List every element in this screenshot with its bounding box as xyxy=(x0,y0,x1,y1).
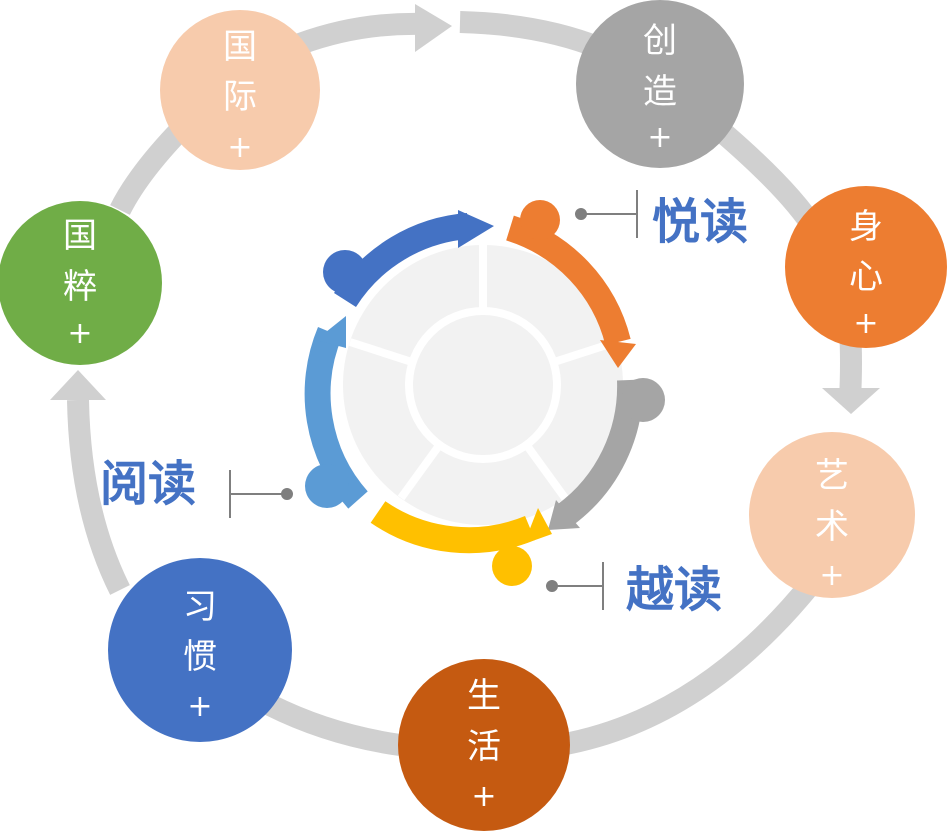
arc-blue-head-icon xyxy=(458,210,494,248)
svg-text:+: + xyxy=(187,689,212,724)
svg-text:艺: 艺 xyxy=(815,456,849,496)
svg-text:惯: 惯 xyxy=(183,637,217,677)
svg-text:+: + xyxy=(853,306,878,341)
center-wheel xyxy=(343,245,623,525)
svg-text:心: 心 xyxy=(849,257,883,297)
svg-text:术: 术 xyxy=(815,507,849,547)
ring-arrowheads xyxy=(50,4,880,414)
arc-orange-head-icon xyxy=(600,340,636,368)
node-shenxin: 身 心 + xyxy=(785,186,947,348)
node-chuangzao: 创 造 + xyxy=(576,0,744,168)
node-shenghuo: 生 活 + xyxy=(398,659,570,831)
svg-text:身: 身 xyxy=(849,207,883,247)
node-xiguan: 习 惯 + xyxy=(108,558,292,742)
label-leaders xyxy=(229,190,638,610)
arc-yellow-head-icon xyxy=(524,508,552,544)
arc-lightblue-knob xyxy=(305,464,349,508)
svg-text:活: 活 xyxy=(467,727,501,767)
arc-lightblue-head-icon xyxy=(316,316,346,348)
arrow-right-icon xyxy=(822,388,880,414)
svg-text:粹: 粹 xyxy=(63,267,97,307)
arc-gray-knob xyxy=(621,378,665,422)
label-happy-reading: 悦读 xyxy=(652,194,748,250)
arrow-left-icon xyxy=(50,370,106,400)
svg-text:+: + xyxy=(819,558,844,593)
arc-yellow xyxy=(370,501,535,554)
arc-orange-knob xyxy=(520,200,560,240)
svg-text:创: 创 xyxy=(643,21,677,61)
arc-gray-head-icon xyxy=(548,500,580,530)
arrow-top-icon xyxy=(415,4,452,52)
svg-text:国: 国 xyxy=(223,27,257,67)
node-yishu: 艺 术 + xyxy=(749,432,915,598)
arc-blue-knob xyxy=(323,250,367,294)
node-guoji: 国 际 + xyxy=(160,10,320,170)
wheel-arc-segments xyxy=(304,200,665,586)
node-guocui: 国 粹 + xyxy=(0,201,162,365)
svg-text:造: 造 xyxy=(643,72,677,112)
label-beyond-reading: 越读 xyxy=(626,562,722,618)
svg-text:+: + xyxy=(647,120,672,155)
arc-yellow-knob xyxy=(492,546,532,586)
svg-text:生: 生 xyxy=(467,676,501,716)
svg-text:+: + xyxy=(67,316,92,351)
outer-cycle-ring xyxy=(67,11,862,756)
svg-text:习: 习 xyxy=(183,587,217,627)
svg-text:际: 际 xyxy=(223,77,257,117)
svg-text:+: + xyxy=(471,779,496,814)
svg-text:+: + xyxy=(227,130,252,165)
svg-text:国: 国 xyxy=(63,216,97,256)
label-reading: 阅读 xyxy=(100,456,196,512)
